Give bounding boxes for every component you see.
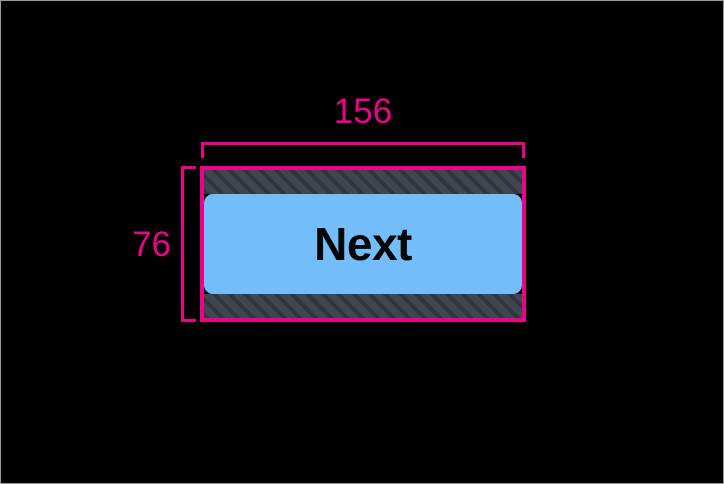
selection-highlight-box[interactable] (200, 166, 526, 322)
widget-bounds: Next (204, 170, 522, 318)
width-dimension-label: 156 (333, 92, 393, 131)
next-button-label: Next (314, 218, 412, 270)
bottom-padding-hatch (204, 294, 522, 318)
height-dimension-label: 76 (132, 225, 171, 264)
top-padding-hatch (204, 170, 522, 194)
next-button[interactable]: Next (204, 194, 522, 294)
width-dimension-bracket (201, 142, 525, 158)
button-content-area: Next (204, 194, 522, 294)
height-dimension-bracket (181, 166, 196, 322)
